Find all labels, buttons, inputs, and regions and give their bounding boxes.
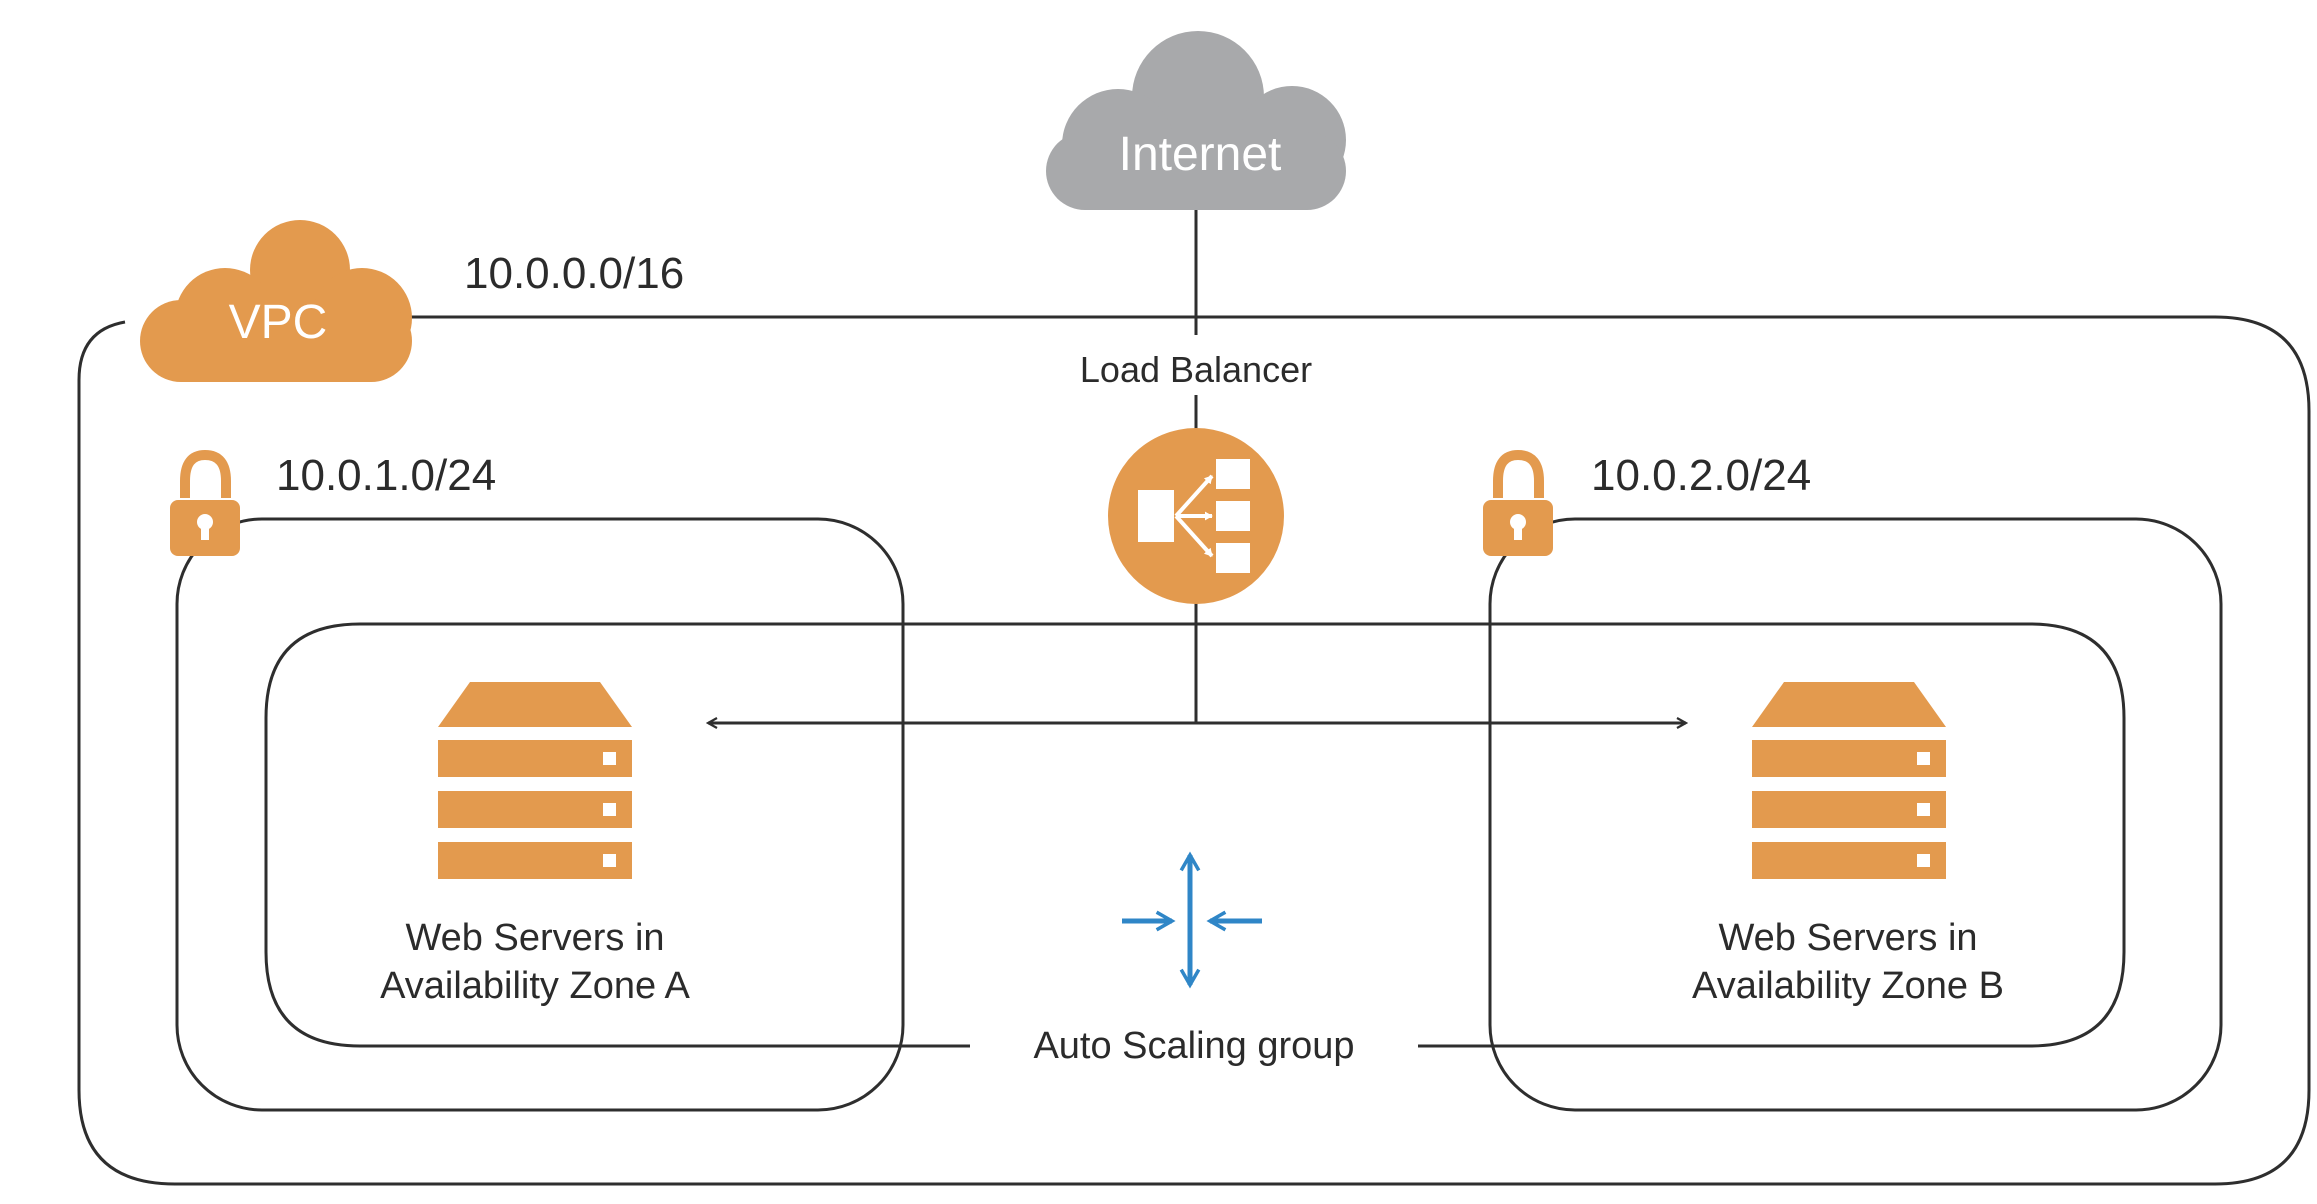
subnet-b-lock-icon <box>1483 449 1553 556</box>
zone-b-server-stack-icon <box>1752 682 1946 879</box>
vpc-cloud-icon <box>140 220 412 382</box>
auto-scaling-label: Auto Scaling group <box>1033 1025 1354 1067</box>
auto-scaling-icon <box>1122 851 1262 989</box>
subnet-a-cidr: 10.0.1.0/24 <box>276 451 496 500</box>
zone-b-label-line2: Availability Zone B <box>1692 965 2004 1007</box>
vpc-label: VPC <box>229 296 328 349</box>
zone-b-label-line1: Web Servers in <box>1718 917 1977 959</box>
vpc-cidr: 10.0.0.0/16 <box>464 249 684 298</box>
internet-label: Internet <box>1119 128 1282 181</box>
subnet-a-boundary <box>175 517 905 1112</box>
subnet-b-boundary <box>1488 517 2223 1112</box>
internet-cloud-icon <box>1046 31 1346 210</box>
load-balancer-label: Load Balancer <box>1080 349 1312 390</box>
zone-a-label-line1: Web Servers in <box>405 917 664 959</box>
zone-a-label-line2: Availability Zone A <box>380 965 690 1007</box>
vpc-boundary <box>77 315 2311 1186</box>
subnet-a-lock-icon <box>170 449 240 556</box>
subnet-b-cidr: 10.0.2.0/24 <box>1591 451 1811 500</box>
zone-a-server-stack-icon <box>438 682 632 879</box>
load-balancer-icon <box>1108 428 1284 604</box>
